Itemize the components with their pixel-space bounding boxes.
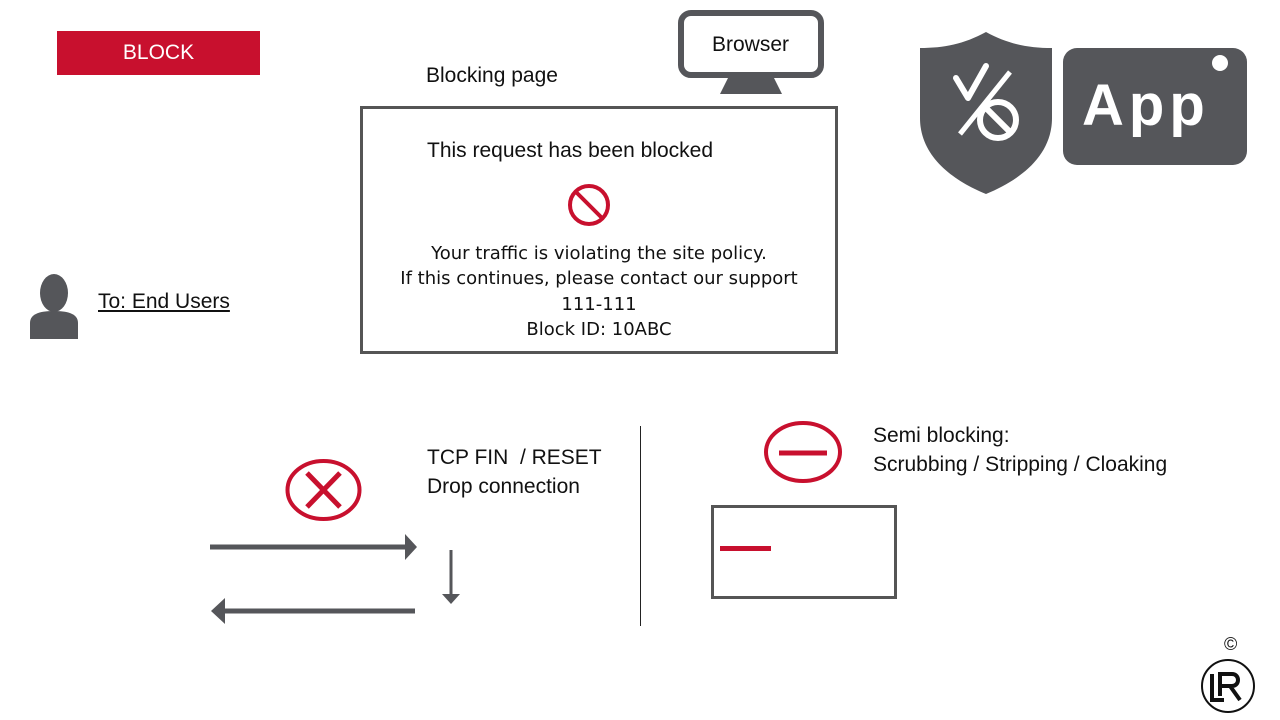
tcp-line1: TCP FIN / RESET: [427, 446, 602, 469]
block-id: Block ID: 10ABC: [526, 319, 672, 340]
audience-label: To: End Users: [98, 290, 230, 313]
semi-blocking-text: Semi blocking: Scrubbing / Stripping / C…: [873, 421, 1167, 479]
semi-line1: Semi blocking:: [873, 424, 1010, 447]
app-label: App: [1082, 73, 1210, 138]
user-icon: [30, 274, 78, 339]
logo-icon: [1201, 659, 1255, 713]
semi-line2: Scrubbing / Stripping / Cloaking: [873, 453, 1168, 476]
shield-icon: [920, 32, 1052, 194]
blocked-message-line1: Your traffic is violating the site polic…: [431, 243, 767, 264]
blocked-message-line2: If this continues, please contact our su…: [400, 268, 798, 289]
no-entry-icon: [568, 184, 610, 226]
x-circle-icon: [285, 459, 362, 521]
minus-circle-icon: [764, 421, 842, 483]
blocking-page-label: Blocking page: [426, 64, 558, 87]
monitor-icon: [678, 10, 824, 94]
scrubbed-page-box: [711, 505, 897, 599]
tcp-line2: Drop connection: [427, 475, 580, 498]
blocked-title: This request has been blocked: [427, 139, 714, 162]
stripped-content-line: [720, 546, 771, 551]
block-badge: BLOCK: [57, 31, 260, 75]
block-badge-label: BLOCK: [122, 41, 195, 64]
copyright-symbol: ©: [1224, 634, 1238, 654]
support-number: 111-111: [561, 294, 637, 315]
browser-label: Browser: [712, 33, 790, 56]
section-divider: [640, 426, 641, 626]
arrow-left-icon: [211, 598, 415, 624]
arrow-right-icon: [210, 534, 417, 560]
tcp-reset-text: TCP FIN / RESET Drop connection: [427, 443, 602, 501]
app-dot: [1212, 55, 1228, 71]
blocking-page-frame: [360, 106, 838, 354]
arrow-down-icon: [442, 550, 460, 604]
connection-arrows: [210, 534, 417, 624]
